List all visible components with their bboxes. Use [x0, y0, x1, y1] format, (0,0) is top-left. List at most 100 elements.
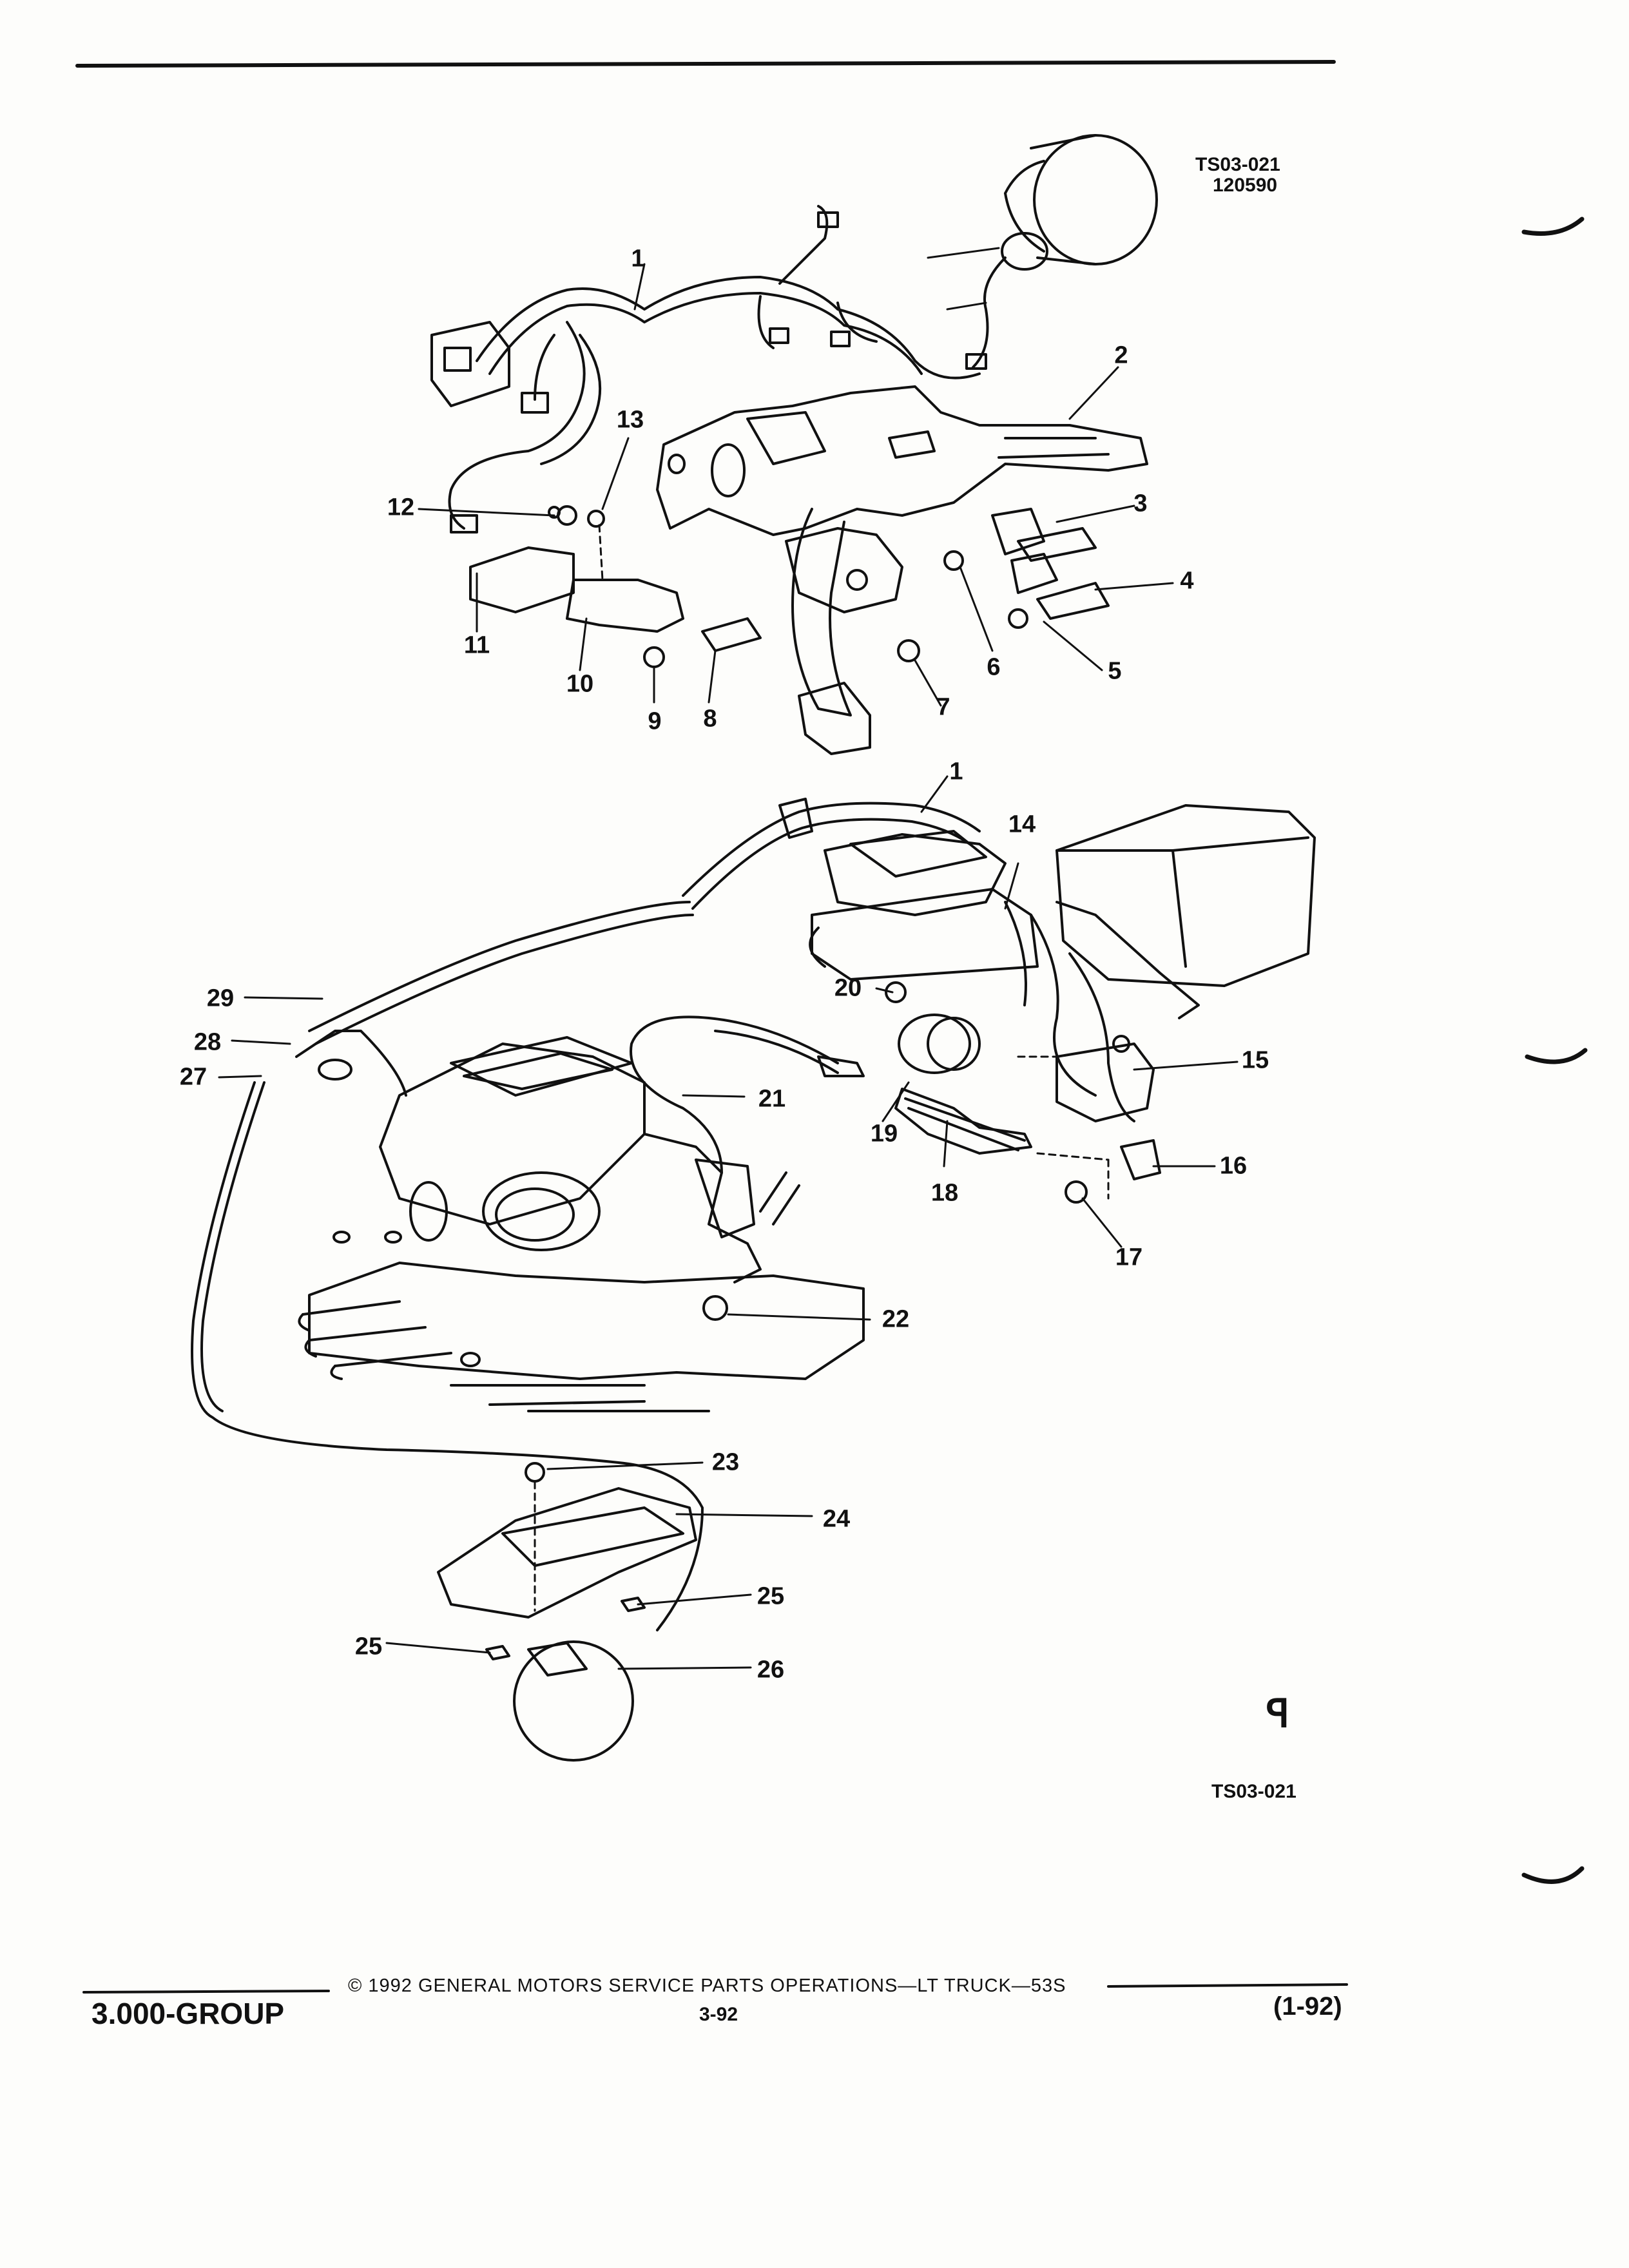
harness-18: [904, 1097, 1026, 1151]
vacuum-hose-29: [314, 914, 694, 1045]
tank-clip: [527, 1642, 588, 1677]
battery: [1055, 836, 1309, 968]
harness-wire: [836, 302, 878, 343]
harness-wire: [540, 334, 602, 465]
lower-leaders: [218, 775, 1239, 1670]
callout-5: 5: [1108, 657, 1122, 685]
upper-assembly: [430, 134, 1158, 755]
callout-24: 24: [822, 1505, 851, 1533]
throttle-top: [463, 1052, 613, 1090]
callout-1: 1: [631, 245, 645, 273]
dash-leader: [1036, 1152, 1110, 1161]
harness-wire: [534, 334, 555, 401]
illustration-code: TS03-021: [1195, 154, 1280, 175]
manifold-bolt: [384, 1231, 402, 1244]
switch-body: [991, 508, 1045, 555]
linkage: [643, 1133, 762, 1283]
bottom-illustration-code: TS03-021: [1211, 1781, 1296, 1802]
callout-10: 10: [566, 670, 594, 698]
throttle-bore: [495, 1187, 575, 1242]
manifold-runner: [302, 1300, 452, 1367]
reservoir: [849, 830, 987, 878]
callout-19: 19: [870, 1120, 898, 1148]
battery-tray: [1055, 901, 1200, 1019]
illustration-date: 120590: [1213, 175, 1278, 196]
clip: [897, 639, 920, 662]
connector: [769, 327, 789, 344]
binder-mark: [1521, 1866, 1585, 1884]
check-valve: [318, 1059, 352, 1081]
callout-17: 17: [1115, 1244, 1143, 1271]
vacuum-hose-29: [308, 901, 691, 1032]
brake-switch: [1017, 527, 1097, 562]
throttle-bore: [482, 1171, 601, 1251]
footer-page-number: 3-92: [699, 2004, 738, 2025]
callout-20: 20: [834, 974, 862, 1002]
brake-bracket: [656, 385, 1148, 536]
vacuum-reservoir-bracket: [501, 1506, 684, 1567]
nut-22: [702, 1295, 728, 1321]
harness-wire: [476, 276, 981, 380]
vacuum-hose: [191, 1081, 704, 1631]
callout-9: 9: [648, 707, 662, 735]
binder-mark: [1525, 1048, 1588, 1064]
connector: [830, 331, 851, 347]
callout-13: 13: [616, 406, 644, 434]
bolt: [557, 505, 577, 526]
footer-group: 3.000-GROUP: [92, 1997, 285, 2030]
intake-manifold: [308, 1262, 865, 1380]
brake-bracket: [746, 411, 826, 465]
callout-1-lower: 1: [949, 758, 963, 785]
harness-wire: [778, 205, 829, 285]
callout-8: 8: [703, 705, 717, 733]
clutch-switch: [1036, 582, 1110, 620]
servo-cable: [714, 1030, 839, 1074]
callout-11: 11: [463, 631, 490, 659]
connector: [450, 514, 478, 533]
footer-copyright: © 1992 GENERAL MOTORS SERVICE PARTS OPER…: [348, 1975, 1066, 1996]
connector: [817, 211, 839, 228]
callout-4: 4: [1180, 567, 1194, 595]
lamp-wire: [972, 256, 1007, 369]
throttle-top: [450, 1036, 633, 1097]
manifold-bolt: [460, 1352, 481, 1367]
callout-23: 23: [711, 1448, 740, 1476]
throttle-cable: [759, 1171, 800, 1225]
callout-26: 26: [757, 1656, 785, 1684]
lamp-housing: [1004, 134, 1097, 265]
upper-leaders: [418, 263, 1174, 707]
callout-15: 15: [1241, 1046, 1269, 1074]
lamp-bulb: [1001, 232, 1048, 271]
callout-22: 22: [882, 1305, 910, 1333]
sensor: [701, 617, 762, 652]
bracket-hole: [711, 443, 746, 497]
cylinder-body: [809, 927, 826, 968]
vacuum-tank: [513, 1640, 634, 1762]
callout-21: 21: [758, 1085, 786, 1113]
callout-25-right: 25: [757, 1582, 785, 1610]
connector-block: [443, 347, 472, 372]
connector: [521, 392, 549, 414]
harness-18: [894, 1088, 1032, 1155]
cruise-cable: [691, 818, 971, 910]
callout-12: 12: [387, 494, 415, 521]
binder-mark: [1521, 216, 1585, 236]
nut: [885, 981, 907, 1003]
callout-28: 28: [193, 1028, 222, 1056]
callout-16: 16: [1219, 1152, 1248, 1180]
vacuum-hose: [200, 1081, 265, 1412]
throttle-body: [379, 1043, 646, 1225]
callout-14: 14: [1008, 811, 1036, 838]
cable-bracket: [695, 1158, 755, 1238]
harness-wire: [448, 321, 586, 530]
bolt-17: [1065, 1180, 1088, 1204]
connector-block: [430, 321, 510, 407]
callout-6: 6: [987, 653, 1001, 681]
top-rule: [75, 60, 1336, 68]
servo-cable: [630, 1015, 839, 1174]
bracket-arm: [998, 437, 1110, 459]
pedal-pad: [798, 682, 871, 755]
harness-wire: [488, 292, 923, 375]
cruise-cable: [682, 802, 981, 897]
